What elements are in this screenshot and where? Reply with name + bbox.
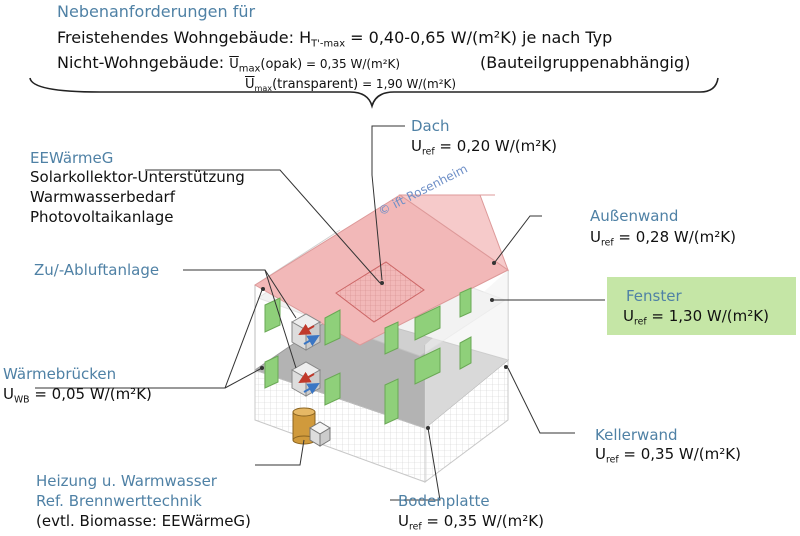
label-waermebruecken-value: UWB = 0,05 W/(m²K) — [3, 385, 152, 406]
window — [264, 355, 279, 389]
window — [459, 287, 472, 318]
label-heizung-title: Heizung u. Warmwasser — [36, 472, 217, 490]
label-bodenplatte-value: Uref = 0,35 W/(m²K) — [398, 512, 544, 533]
label-eewaermeg-item: Photovoltaikanlage — [30, 208, 174, 226]
label-waermebruecken-title: Wärmebrücken — [3, 365, 117, 383]
roof-side-gable — [398, 194, 510, 272]
header-line2: Nicht-Wohngebäude: Umax(opak) = 0,35 W/(… — [57, 53, 401, 75]
label-eewaermeg-item: Solarkollektor-Unterstützung — [30, 168, 245, 186]
label-heizung-line2: Ref. Brennwerttechnik — [36, 492, 202, 510]
label-heizung-line3: (evtl. Biomasse: EEWärmeG) — [36, 512, 251, 530]
window — [414, 347, 441, 385]
boiler-box — [309, 421, 331, 447]
label-kellerwand-value: Uref = 0,35 W/(m²K) — [595, 445, 741, 466]
header-line2-note: (Bauteilgruppenabhängig) — [480, 53, 691, 72]
window — [384, 321, 399, 355]
label-aussenwand-title: Außenwand — [590, 207, 679, 225]
label-lueftung-title: Zu/-Abluftanlage — [34, 261, 160, 279]
ventilation-unit — [290, 313, 322, 351]
leader-lines — [35, 125, 605, 501]
window — [324, 372, 341, 406]
window — [384, 378, 399, 425]
label-eewaermeg-item: Warmwasserbedarf — [30, 188, 175, 206]
solar-panel — [335, 261, 425, 323]
label-fenster-value: Uref = 1,30 W/(m²K) — [623, 307, 769, 328]
header-line3: Umax(transparent) = 1,90 W/(m²K) — [245, 77, 457, 93]
label-aussenwand-value: Uref = 0,28 W/(m²K) — [590, 228, 736, 249]
label-kellerwand-title: Kellerwand — [595, 426, 678, 444]
curly-brace — [29, 77, 719, 109]
header-line1: Freistehendes Wohngebäude: HT'-max = 0,4… — [57, 28, 613, 50]
label-bodenplatte-title: Bodenplatte — [398, 492, 490, 510]
label-fenster-title: Fenster — [626, 287, 682, 305]
fenster-highlight-box — [607, 277, 796, 335]
ventilation-unit — [290, 361, 322, 397]
label-eewaermeg-title: EEWärmeG — [30, 149, 114, 167]
window — [264, 297, 281, 333]
header-title: Nebenanforderungen für — [57, 2, 256, 21]
window — [324, 309, 341, 346]
window — [459, 336, 472, 370]
label-dach-title: Dach — [411, 117, 450, 135]
window — [414, 305, 441, 341]
label-dach-value: Uref = 0,20 W/(m²K) — [411, 137, 557, 158]
